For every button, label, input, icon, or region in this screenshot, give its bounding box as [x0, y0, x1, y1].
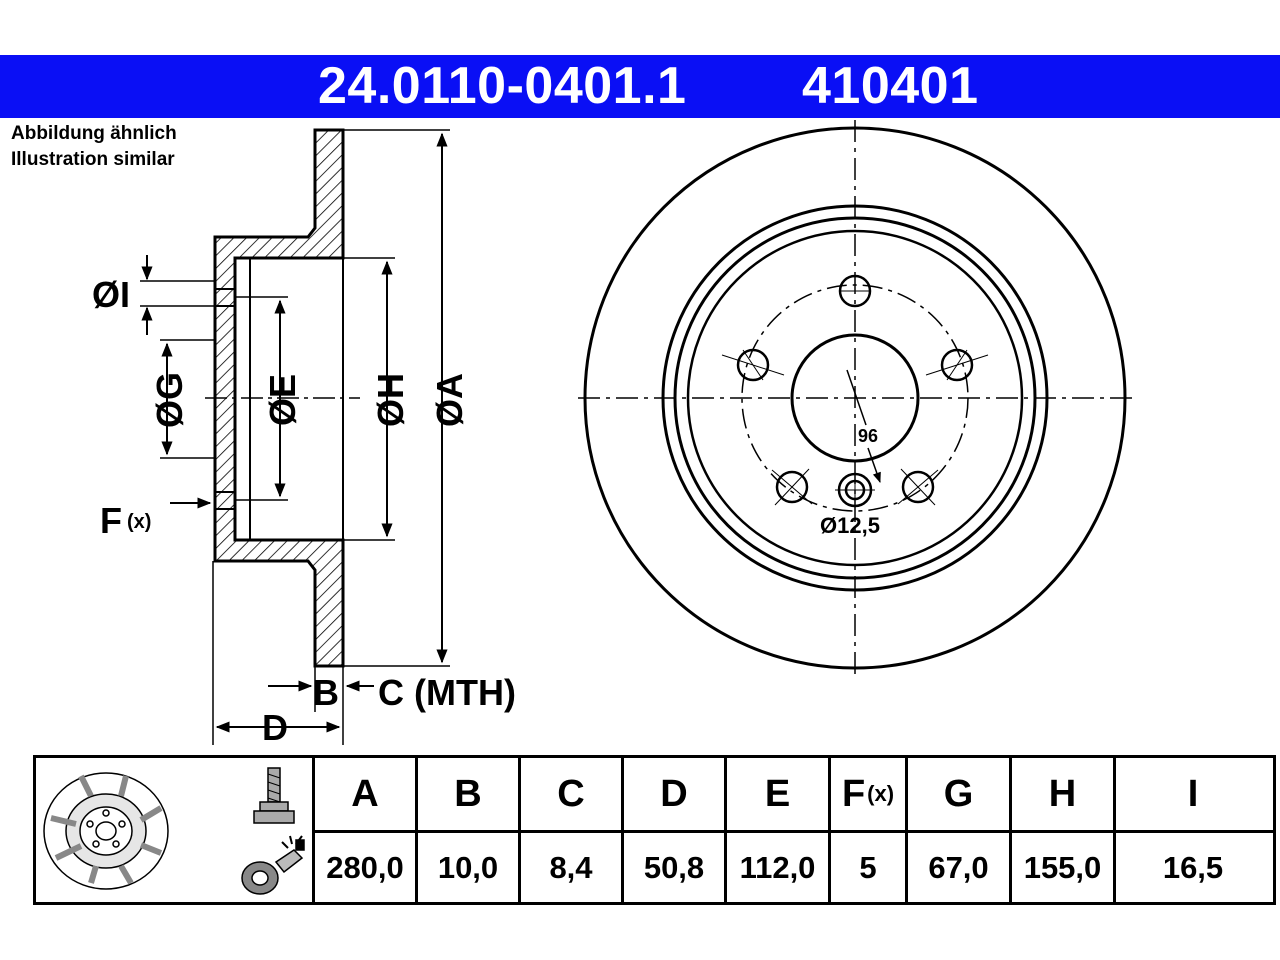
label-dia-g: ØG — [149, 372, 190, 428]
column-header-g: G — [908, 758, 1009, 830]
column-value-a: 280,0 — [326, 849, 404, 885]
column-value-c: 8,4 — [549, 849, 593, 885]
column-divider — [828, 758, 831, 902]
hat-inner — [686, 229, 1024, 567]
note-german: Abbildung ähnlich — [11, 123, 177, 144]
bolt-hole — [838, 274, 872, 308]
column-header-b: B — [418, 758, 518, 830]
note-english: Illustration similar — [11, 149, 175, 170]
column-header-c: C — [521, 758, 621, 830]
column-header-d: D — [624, 758, 724, 830]
technical-drawing: ØI ØG ØE ØH ØA F (x) B C (MTH) D — [92, 120, 1135, 748]
front-view — [578, 120, 1135, 676]
front-labels: 96 Ø12,5 — [820, 426, 880, 538]
label-hole-diameter: Ø12,5 — [820, 513, 880, 538]
column-value-b: 10,0 — [437, 849, 499, 885]
column-header-label: H — [1048, 772, 1077, 815]
column-header-label: A — [351, 772, 379, 815]
bolt-hole — [721, 348, 785, 382]
column-value-d: 50,8 — [643, 849, 705, 885]
bolt-hole — [925, 348, 989, 382]
column-divider — [724, 758, 727, 902]
label-dia-e: ØE — [262, 374, 303, 426]
bolt-hole — [771, 468, 813, 506]
column-header-e: E — [727, 758, 828, 830]
column-value-g: 67,0 — [928, 849, 989, 885]
bolt-icon — [246, 764, 302, 828]
column-header-f: F(x) — [831, 758, 905, 830]
side-labels: ØI ØG ØE ØH ØA F (x) B C (MTH) D — [92, 274, 516, 748]
reference-number: 410401 — [802, 57, 979, 115]
column-header-h: H — [1012, 758, 1113, 830]
column-value-h: 155,0 — [1023, 849, 1102, 885]
column-divider — [621, 758, 624, 902]
column-header-label: D — [660, 772, 688, 815]
column-divider — [518, 758, 521, 902]
label-b: B — [313, 672, 339, 713]
part-number: 24.0110-0401.1 — [318, 57, 687, 115]
side-section-view — [205, 128, 360, 668]
title-bar: 24.0110-0401.1 410401 — [0, 55, 1280, 118]
label-dia-i: ØI — [92, 274, 130, 315]
lubricant-warning-icon — [236, 832, 315, 902]
label-c-mth: C (MTH) — [378, 672, 516, 713]
column-header-label: E — [764, 772, 791, 815]
bolt-holes — [721, 274, 989, 510]
dimension-table: A 280,0 B 10,0 C 8,4 D 50,8 E 112,0 F(x) 5 G 67,0 H 155… — [33, 755, 1276, 905]
bolt-hole — [897, 468, 939, 506]
column-header-label: B — [454, 772, 482, 815]
disc-thumbnail-icon — [36, 758, 233, 902]
column-divider — [1113, 758, 1116, 902]
column-header-sub: (x) — [867, 781, 895, 806]
highlighted-bolt-hole — [835, 470, 875, 510]
label-f-sub: (x) — [127, 511, 151, 533]
column-header-label: F — [841, 772, 866, 815]
label-dia-h: ØH — [370, 373, 411, 427]
column-divider — [905, 758, 908, 902]
column-header-label: C — [557, 772, 585, 815]
column-value-e: 112,0 — [739, 849, 816, 885]
column-value-i: 16,5 — [1162, 849, 1224, 885]
column-header-label: G — [943, 772, 974, 815]
label-pcd: 96 — [858, 426, 878, 446]
column-header-a: A — [315, 758, 415, 830]
label-f: F — [100, 500, 122, 541]
label-d: D — [262, 707, 288, 748]
column-header-label: I — [1187, 772, 1199, 815]
column-value-f: 5 — [859, 849, 877, 885]
side-dimensions — [140, 129, 450, 745]
column-divider — [1009, 758, 1012, 902]
center-bore — [790, 333, 920, 463]
column-header-i: I — [1116, 758, 1270, 830]
label-dia-a: ØA — [429, 373, 470, 427]
column-divider — [415, 758, 418, 902]
